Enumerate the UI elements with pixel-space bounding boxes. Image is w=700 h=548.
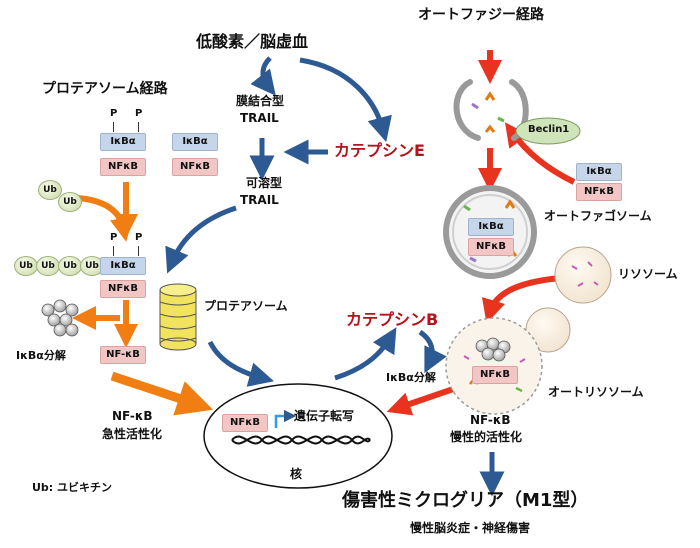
ikba-degradation-right-label: IκBα分解 [386, 371, 436, 384]
phospho-bond [138, 122, 139, 132]
proteasome-path-title: プロテアソーム経路 [42, 81, 168, 97]
cathepsin-e-label: カテプシンE [334, 141, 425, 160]
hypoxia-label: 低酸素／脳虚血 [196, 32, 309, 51]
proteasome-label: プロテアソーム [204, 299, 288, 313]
phospho-mark: P [135, 232, 143, 243]
cathepsin-b-label: カテプシンB [346, 310, 439, 329]
membrane-trail-label-1: 膜結合型 [236, 94, 285, 108]
arrow-hypoxia-to-cathepsin-e [299, 57, 392, 143]
ub-legend: Ub: ユビキチン [32, 481, 113, 494]
ikba-box-ubiquitinated: IκBα [100, 257, 146, 275]
nfkb-box-autolysosome: NFκB [472, 366, 518, 384]
nucleus-label: 核 [290, 467, 303, 481]
gene-transcription-label: 遺伝子転写 [294, 409, 355, 423]
proteasome-cylinder [159, 283, 197, 351]
phospho-bond [113, 122, 114, 132]
ubiquitin-bead: Ub [38, 180, 62, 200]
autolysosome-label: オートリソソーム [548, 385, 644, 399]
arrow-lysosome-to-autolysosome [481, 275, 561, 324]
nfkb-acute-label-1: NF-κB [112, 409, 153, 423]
phospho-bond [138, 246, 139, 256]
autophagy-path-title: オートファジー経路 [418, 7, 544, 23]
dna-strand [231, 435, 371, 445]
lysosome-label: リソソーム [618, 267, 678, 281]
ikba-box-autophagy-input: IκBα [576, 163, 622, 181]
arrow-proteasome-to-nucleus [207, 340, 275, 387]
phospho-mark: P [135, 108, 143, 119]
ubiquitin-bead: Ub [58, 192, 82, 212]
arrow-acute-to-nucleus [110, 371, 214, 416]
ikba-box-autophagosome: IκBα [468, 218, 514, 236]
nfkb-box-ubiquitinated: NFκB [100, 280, 146, 298]
soluble-trail-label-2: TRAIL [240, 193, 279, 207]
nfkb-box-nucleus: NFκB [222, 414, 268, 432]
ubiquitin-bead: Ub [14, 256, 38, 276]
ikba-box-phospho: IκBα [100, 133, 146, 151]
arrow-autolysosome-to-nucleus [386, 383, 463, 416]
beclin1-blob [515, 117, 581, 145]
nfkb-chronic-label-2: 慢性的活性化 [450, 430, 523, 444]
lysosome-circle [554, 246, 612, 304]
arrow-hypoxia-to-membrane-trail [250, 56, 276, 96]
phagophore-membrane [453, 79, 481, 141]
ubiquitin-bead: Ub [36, 256, 60, 276]
arrow-ub-to-ikba [77, 195, 134, 242]
phospho-mark: P [110, 232, 118, 243]
outcome-subtitle: 慢性脳炎症・神経傷害 [410, 521, 531, 535]
ubiquitin-bead: Ub [58, 256, 82, 276]
transcription-arrow [274, 409, 297, 428]
outcome-title: 傷害性ミクログリア（M1型） [342, 490, 589, 511]
nfkb-box-autophagosome: NFκB [468, 238, 514, 256]
nfkb-box-released: NF-κB [100, 346, 146, 364]
arrow-nucleus-to-cathepsin-b [334, 327, 397, 381]
membrane-trail-label-2: TRAIL [240, 111, 279, 125]
nfkb-chronic-label-1: NF-κB [470, 413, 511, 427]
arrow-cathepsin-b-to-ikba-degradation [418, 329, 447, 374]
beclin1-label: Beclin1 [528, 124, 570, 135]
nfkb-acute-label-2: 急性活性化 [102, 427, 163, 441]
soluble-trail-label-1: 可溶型 [246, 176, 283, 190]
ikba-box-free: IκBα [172, 133, 218, 151]
nfkb-box-phospho: NFκB [100, 158, 146, 176]
nfkb-box-autophagy-input: NFκB [576, 183, 622, 201]
autophagosome-label: オートファゴソーム [544, 209, 652, 223]
phospho-mark: P [110, 108, 118, 119]
ikba-degradation-left-label: IκBα分解 [16, 349, 66, 362]
nfkb-box-free: NFκB [172, 158, 218, 176]
phospho-bond [113, 246, 114, 256]
arrow-soluble-trail-to-ikba [165, 205, 237, 274]
